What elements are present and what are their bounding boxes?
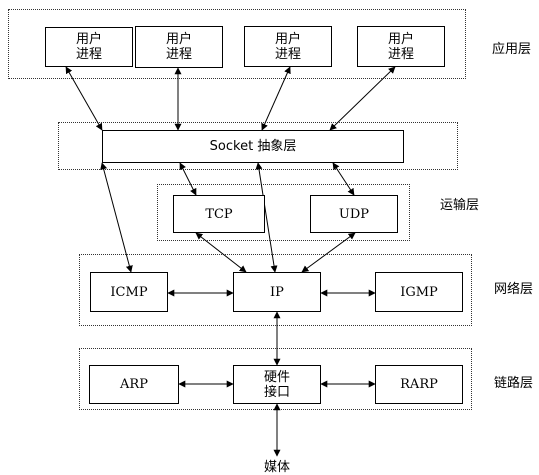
user-process-3: 用户进程 [244, 26, 332, 67]
edge-socket-udp [332, 162, 355, 196]
user-process-2-line2: 进程 [165, 47, 192, 62]
network-layer-label: 网络层 [494, 282, 534, 297]
hardware-interface-node: 硬件接口 [233, 365, 321, 404]
edge-udp-ip [301, 232, 356, 273]
user-process-4-line2: 进程 [387, 46, 414, 62]
rarp-node: RARP [375, 365, 463, 404]
igmp-node: IGMP [375, 272, 463, 312]
user-process-2-line1: 用户 [165, 32, 192, 47]
arp-node: ARP [89, 365, 179, 404]
edge-socket-icmp [100, 162, 133, 273]
user-process-1-line2: 进程 [75, 47, 102, 62]
user-process-2: 用户进程 [135, 26, 223, 68]
socket-abstraction-layer: Socket 抽象层 [102, 130, 404, 163]
hardware-interface-line1: 硬件 [263, 369, 290, 385]
edge-process-1-socket [65, 66, 103, 131]
user-process-4: 用户进程 [357, 26, 445, 67]
application-layer-group [8, 9, 466, 79]
transport-layer-group [157, 184, 410, 241]
user-process-3-line2: 进程 [274, 46, 301, 62]
edge-socket-ip [255, 162, 278, 273]
user-process-4-line1: 用户 [387, 31, 414, 47]
hardware-interface-line2: 接口 [263, 384, 290, 400]
tcp-node: TCP [173, 195, 265, 233]
media-label: 媒体 [264, 460, 291, 475]
udp-node: UDP [310, 195, 398, 233]
user-process-3-line1: 用户 [274, 31, 301, 47]
edge-process-3-socket [261, 66, 291, 131]
edge-tcp-ip [195, 232, 247, 273]
user-process-1-line1: 用户 [75, 32, 102, 47]
transport-layer-label: 运输层 [440, 198, 480, 213]
icmp-node: ICMP [90, 272, 168, 312]
user-process-1: 用户进程 [45, 27, 133, 67]
ip-node: IP [233, 272, 321, 312]
link-layer-label: 链路层 [494, 376, 534, 391]
edge-process-4-socket [329, 66, 396, 131]
application-layer-label: 应用层 [492, 42, 532, 57]
edge-socket-tcp [179, 162, 197, 196]
